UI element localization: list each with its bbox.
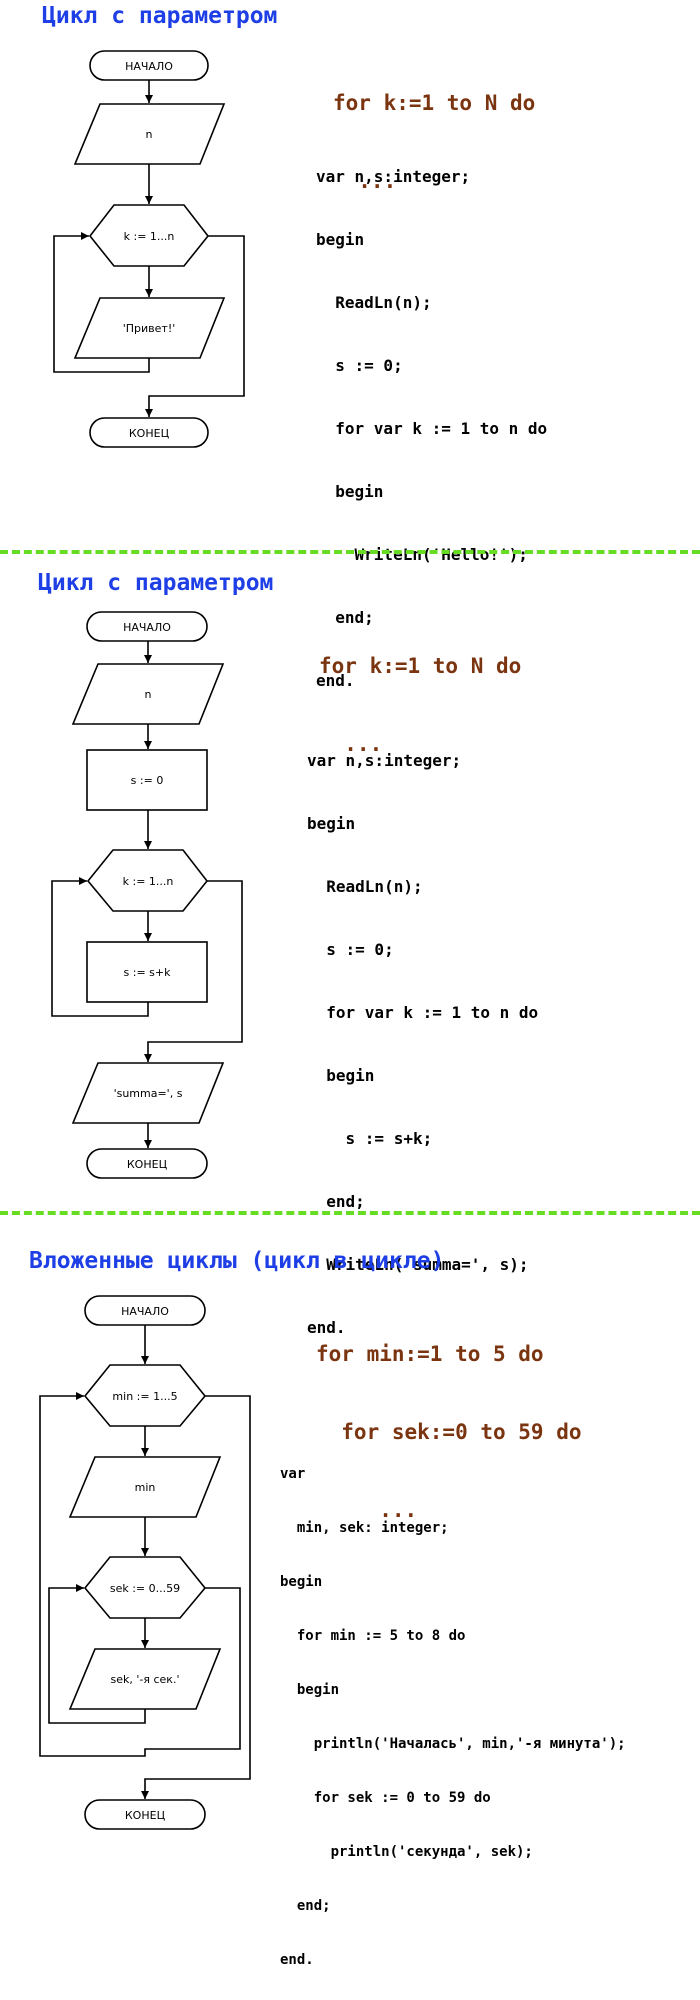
- code-line: ReadLn(n);: [307, 877, 423, 896]
- section-3-flowchart: НАЧАЛО min := 1...5 min sek := 0...59 se…: [39, 1295, 251, 1830]
- loop-exit-arrow: [145, 235, 245, 417]
- outer-loop-exit-arrow: [141, 1395, 251, 1799]
- start-label: НАЧАЛО: [123, 621, 171, 634]
- input-block: [71, 663, 225, 725]
- outer-body-label: min: [135, 1481, 156, 1494]
- loop-label: k := 1...n: [123, 875, 174, 888]
- end-label: КОНЕЦ: [129, 427, 170, 440]
- body-block: [86, 941, 208, 1003]
- input-label: n: [145, 688, 152, 701]
- code-line: WriteLn('Hello!');: [316, 545, 528, 564]
- code-line: min, sek: integer;: [280, 1520, 449, 1536]
- code-line: begin: [316, 482, 384, 501]
- code-line: println('секунда', sek);: [280, 1844, 533, 1860]
- code-line: end;: [316, 608, 374, 627]
- section-divider: [0, 1211, 700, 1215]
- for-header-line: ...: [316, 1498, 418, 1522]
- code-line: s := 0;: [307, 940, 394, 959]
- code-line: ReadLn(n);: [316, 293, 432, 312]
- for-header-line: ...: [319, 732, 383, 756]
- loop-exit-arrow: [144, 880, 243, 1062]
- code-line: end;: [307, 1192, 365, 1211]
- code-line: for var k := 1 to n do: [316, 419, 548, 438]
- input-block: [73, 103, 226, 165]
- for-header-line: for k:=1 to N do: [333, 91, 536, 115]
- section-2-flowchart: НАЧАЛО n s := 0 k := 1...n s := s+k 'sum…: [51, 611, 243, 1179]
- code-line: begin: [280, 1574, 323, 1590]
- code-line: end.: [280, 1952, 314, 1968]
- code-line: begin: [307, 1066, 375, 1085]
- section-3-title: Вложенные циклы (цикл в цикле): [29, 1248, 445, 1274]
- inner-loop-back-arrow: [48, 1584, 146, 1724]
- inner-body-label: sek, '-я сек.': [111, 1673, 180, 1686]
- output-block: [71, 1062, 225, 1124]
- loop-back-arrow: [51, 877, 149, 1017]
- end-label: КОНЕЦ: [127, 1158, 168, 1171]
- code-line: end;: [280, 1898, 331, 1914]
- end-label: КОНЕЦ: [125, 1809, 166, 1822]
- output-block: [73, 297, 226, 359]
- start-terminal: [86, 611, 208, 642]
- loop-back-arrow: [53, 232, 150, 373]
- section-3-code: var min, sek: integer; begin for min := …: [280, 1429, 626, 1987]
- for-header-line: for k:=1 to N do: [319, 654, 522, 678]
- code-line: begin: [280, 1682, 340, 1698]
- loop-hexagon: [88, 204, 210, 267]
- outer-loop-back-arrow: [39, 1392, 241, 1757]
- code-line: end.: [316, 671, 355, 690]
- start-label: НАЧАЛО: [125, 60, 173, 73]
- start-label: НАЧАЛО: [121, 1305, 169, 1318]
- end-terminal: [84, 1799, 206, 1830]
- outer-loop-hexagon: [83, 1364, 207, 1427]
- code-line: for min := 5 to 8 do: [280, 1628, 466, 1644]
- code-line: println('Началась', min,'-я минута');: [280, 1736, 626, 1752]
- outer-body-block: [68, 1456, 222, 1518]
- body-label: s := s+k: [124, 966, 172, 979]
- for-header-line: for sek:=0 to 59 do: [316, 1420, 582, 1444]
- inner-loop-label: sek := 0...59: [110, 1582, 180, 1595]
- output-label: 'summa=', s: [114, 1087, 183, 1100]
- section-divider: [0, 550, 700, 554]
- init-block: [86, 749, 208, 811]
- section-1-title: Цикл с параметром: [42, 3, 278, 29]
- input-label: n: [146, 128, 153, 141]
- section-2-for-header: for k:=1 to N do ...: [319, 601, 521, 783]
- code-line: var n,s:integer;: [307, 751, 462, 770]
- code-line: begin: [316, 230, 365, 249]
- end-terminal: [86, 1148, 208, 1179]
- code-line: var: [280, 1466, 306, 1482]
- inner-body-block: [68, 1648, 222, 1710]
- loop-hexagon: [86, 849, 209, 912]
- for-header-line: ...: [333, 169, 397, 193]
- section-1-code: var n,s:integer; begin ReadLn(n); s := 0…: [316, 124, 547, 712]
- code-line: for var k := 1 to n do: [307, 1003, 539, 1022]
- section-1-for-header: for k:=1 to N do ...: [333, 38, 535, 220]
- code-line: s := 0;: [316, 356, 403, 375]
- inner-loop-hexagon: [83, 1556, 207, 1619]
- code-line: begin: [307, 814, 356, 833]
- code-line: for sek := 0 to 59 do: [280, 1790, 491, 1806]
- outer-loop-label: min := 1...5: [112, 1390, 177, 1403]
- section-3-for-header: for min:=1 to 5 do for sek:=0 to 59 do .…: [316, 1289, 582, 1549]
- section-1-flowchart: НАЧАЛО n k := 1...n 'Привет!' КОНЕЦ: [53, 50, 245, 448]
- code-line: s := s+k;: [307, 1129, 433, 1148]
- end-terminal: [89, 417, 209, 448]
- output-label: 'Привет!': [123, 322, 176, 335]
- code-line: WriteLn('summa=', s);: [307, 1255, 529, 1274]
- init-label: s := 0: [131, 774, 164, 787]
- loop-label: k := 1...n: [124, 230, 175, 243]
- code-line: end.: [307, 1318, 346, 1337]
- for-header-line: for min:=1 to 5 do: [316, 1342, 544, 1366]
- section-2-code: var n,s:integer; begin ReadLn(n); s := 0…: [307, 708, 538, 1359]
- code-line: var n,s:integer;: [316, 167, 471, 186]
- section-2-title: Цикл с параметром: [38, 570, 274, 596]
